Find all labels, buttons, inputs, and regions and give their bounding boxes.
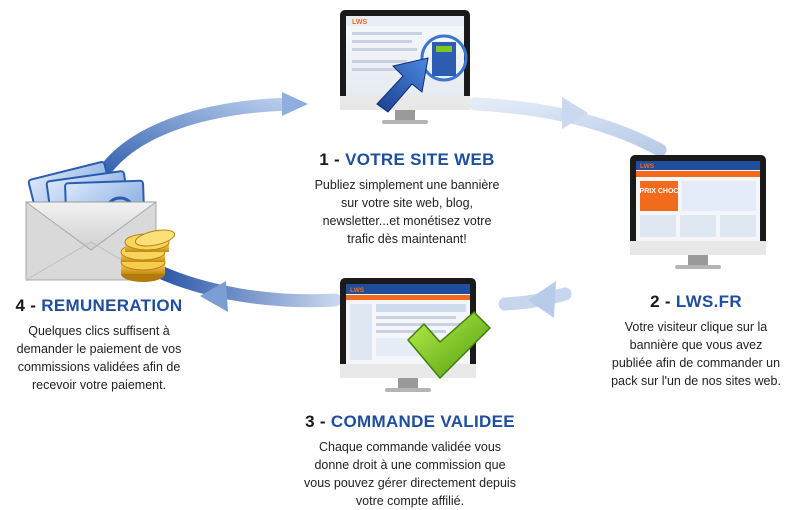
step-title: REMUNERATION	[41, 296, 183, 315]
lws-logo-text: LWS	[640, 163, 655, 170]
step-description: Chaque commande validée vous donne droit…	[304, 440, 516, 508]
step-heading: 1 - VOTRE SITE WEB	[312, 150, 502, 170]
arc-arrowhead-bottom	[200, 281, 228, 312]
arc-top-left	[93, 97, 299, 185]
step-3: 3 - COMMANDE VALIDEE Chaque commande val…	[300, 412, 520, 510]
gold-coins-icon	[120, 229, 176, 282]
monitor-icon: LWS	[340, 10, 470, 124]
step-title: COMMANDE VALIDEE	[330, 412, 515, 431]
step-number: 3 -	[305, 412, 326, 431]
step-number: 1 -	[319, 150, 341, 169]
step-heading: 2 - LWS.FR	[608, 292, 784, 312]
arc-arrowhead-top-left	[282, 92, 308, 116]
step-number: 4 -	[15, 296, 37, 315]
step-description: Votre visiteur clique sur la bannière qu…	[611, 320, 781, 388]
lws-logo-text: LWS	[350, 287, 365, 294]
promo-text: PRIX CHOC	[640, 188, 679, 195]
step-description: Publiez simplement une bannière sur votr…	[314, 178, 500, 246]
step-number: 2 -	[650, 292, 671, 311]
monitor-icon: LWS PRIX CHOC	[630, 155, 766, 269]
arc-arrowhead-right	[528, 281, 556, 318]
arrow-up-right-icon	[376, 57, 429, 113]
step-title: LWS.FR	[675, 292, 742, 311]
step-description: Quelques clics suffisent à demander le p…	[16, 324, 182, 392]
step-heading: 4 - REMUNERATION	[8, 296, 190, 316]
arc-bottom	[153, 265, 342, 308]
arc-top-right	[468, 97, 667, 157]
step-title: VOTRE SITE WEB	[345, 150, 495, 169]
checkmark-icon	[407, 311, 491, 379]
step-heading: 3 - COMMANDE VALIDEE	[300, 412, 520, 432]
envelope-icon: €	[25, 161, 157, 281]
step-4: 4 - REMUNERATION Quelques clics suffisen…	[8, 296, 190, 394]
arc-arrowhead-top-right	[562, 97, 588, 129]
step-1: 1 - VOTRE SITE WEB Publiez simplement un…	[312, 150, 502, 248]
lws-logo-text: LWS	[352, 19, 367, 26]
step-2: 2 - LWS.FR Votre visiteur clique sur la …	[608, 292, 784, 390]
